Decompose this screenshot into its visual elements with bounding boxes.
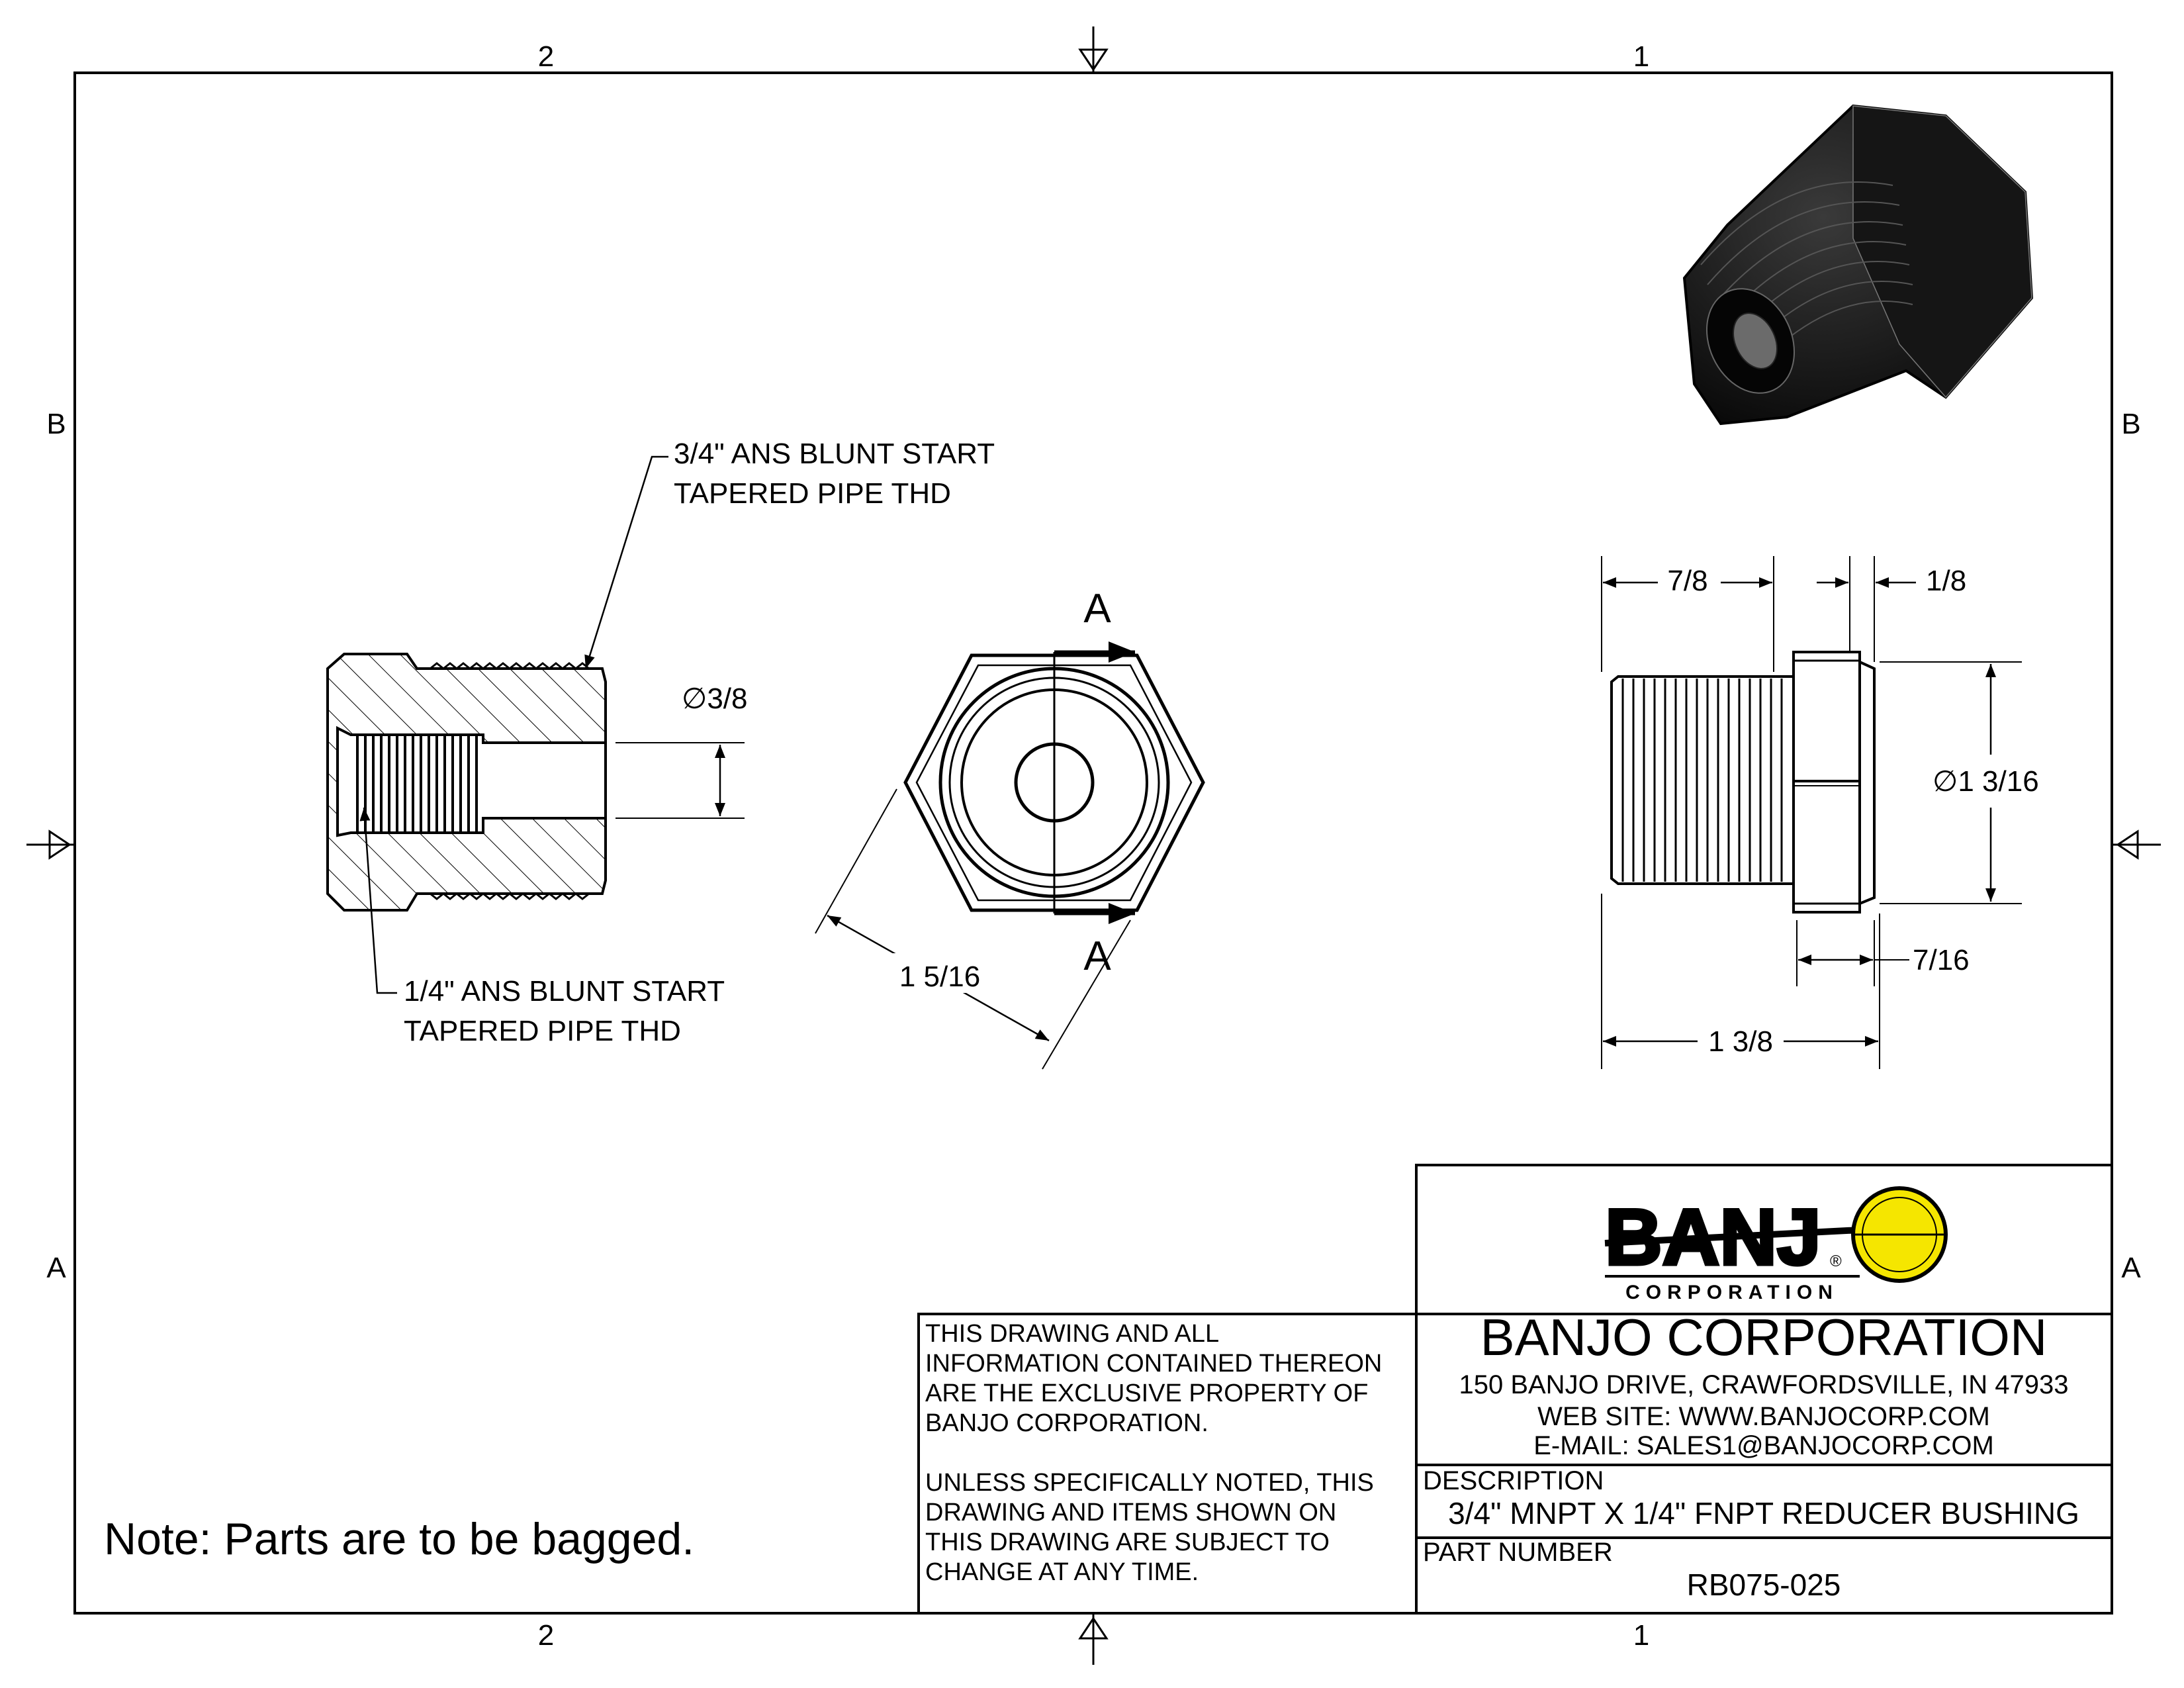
dim-hex-diameter: ∅1 3/16 [1933, 765, 2039, 798]
dim-overall-length: 1 3/8 [1708, 1025, 1773, 1058]
hex-outline [903, 653, 1205, 912]
disclaimer-box: THIS DRAWING AND ALL INFORMATION CONTAIN… [917, 1313, 1418, 1615]
zone-left-a: A [46, 1252, 66, 1284]
centering-marks [26, 26, 2161, 1665]
callout-major-thread-line2: TAPERED PIPE THD [674, 477, 951, 510]
zone-bottom-1: 1 [1633, 1619, 1649, 1652]
callout-minor-thread-line2: TAPERED PIPE THD [404, 1015, 681, 1047]
description-value: 3/4" MNPT X 1/4" FNPT REDUCER BUSHING [1448, 1496, 2079, 1530]
part-number-label: PART NUMBER [1423, 1538, 1613, 1567]
dim-hex-width: 7/16 [1913, 944, 1970, 976]
company-email: E-MAIL: SALES1@BANJOCORP.COM [1533, 1431, 1994, 1460]
dim-bore-diameter: ∅3/8 [682, 682, 748, 715]
end-view: A A 1 5/16 [815, 586, 1205, 1070]
disclaimer-line: ARE THE EXCLUSIVE PROPERTY OF [925, 1380, 1368, 1407]
disclaimer-line: BANJO CORPORATION. [925, 1409, 1208, 1437]
dim-hex-across: 1 5/16 [899, 961, 980, 993]
disclaimer-line: INFORMATION CONTAINED THEREON [925, 1350, 1382, 1378]
section-view: 3/4" ANS BLUNT START TAPERED PIPE THD 1/… [326, 438, 995, 1047]
disclaimer-line: THIS DRAWING ARE SUBJECT TO [925, 1528, 1330, 1556]
zone-left-b: B [46, 408, 66, 440]
dim-flange-gap: 1/8 [1926, 565, 1966, 597]
zone-right-a: A [2121, 1252, 2141, 1284]
svg-text:CORPORATION: CORPORATION [1625, 1282, 1839, 1303]
title-block: BANJ ® CORPORATION BANJO CORPORATION 150… [1415, 1164, 2113, 1615]
zone-right-b: B [2121, 408, 2140, 440]
company-website: WEB SITE: WWW.BANJOCORP.COM [1537, 1402, 1990, 1431]
callout-minor-thread-line1: 1/4" ANS BLUNT START [404, 975, 725, 1008]
svg-text:®: ® [1830, 1252, 1842, 1270]
callout-major-thread-line1: 3/4" ANS BLUNT START [674, 438, 995, 470]
disclaimer-line: UNLESS SPECIFICALLY NOTED, THIS [925, 1469, 1374, 1497]
parts-note: Note: Parts are to be bagged. [104, 1514, 694, 1564]
dim-thread-length: 7/8 [1667, 565, 1707, 597]
disclaimer-line: CHANGE AT ANY TIME. [925, 1558, 1199, 1586]
company-name: BANJO CORPORATION [1480, 1308, 2048, 1366]
section-mark-top: A [1083, 586, 1111, 632]
isometric-render [1682, 104, 2034, 426]
banjo-logo: BANJ ® CORPORATION [1604, 1186, 1948, 1303]
zone-top-1: 1 [1633, 40, 1649, 73]
zone-bottom-2: 2 [538, 1619, 554, 1652]
part-number-value: RB075-025 [1687, 1568, 1841, 1602]
section-mark-bottom: A [1083, 933, 1111, 979]
side-view: 7/8 1/8 ∅1 3/16 7/16 1 3/8 [1601, 556, 2039, 1069]
disclaimer-line: DRAWING AND ITEMS SHOWN ON [925, 1499, 1336, 1526]
company-address: 150 BANJO DRIVE, CRAWFORDSVILLE, IN 4793… [1459, 1370, 2068, 1399]
zone-top-2: 2 [538, 40, 554, 73]
disclaimer-line: THIS DRAWING AND ALL [925, 1320, 1219, 1348]
description-label: DESCRIPTION [1423, 1466, 1604, 1495]
